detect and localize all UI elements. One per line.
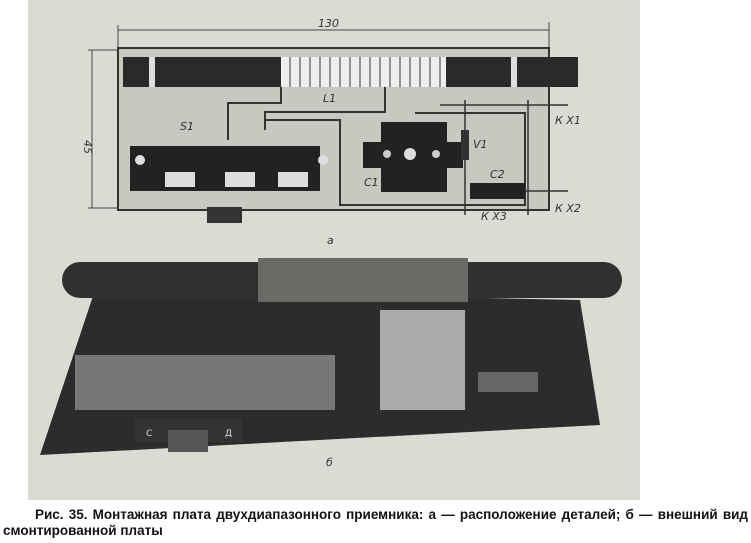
variable-capacitor-photo: [380, 310, 465, 410]
coil-photo: [258, 258, 468, 302]
switch-photo: [75, 355, 335, 410]
photo-b: С Д б: [40, 258, 622, 469]
label-c1: C1: [364, 176, 379, 189]
label-l1: L1: [323, 92, 336, 105]
switch-knob: [207, 207, 242, 223]
sublabel-a: а: [327, 234, 334, 247]
label-kx2: К X2: [555, 202, 581, 215]
label-v1: V1: [473, 138, 488, 151]
label-c2: C2: [490, 168, 505, 181]
switch-label-s: С: [146, 429, 152, 439]
label-s1: S1: [180, 120, 194, 133]
figure-35: 130 45 L1 S1 C1 V1 C2 К X1 К: [28, 0, 640, 500]
dimension-width: 130: [318, 17, 339, 30]
capacitor-photo: [478, 372, 538, 392]
drawing-a: 130 45 L1 S1 C1 V1 C2 К X1 К: [81, 17, 581, 247]
label-kx3: К X3: [481, 210, 507, 223]
label-kx1: К X1: [555, 114, 581, 127]
figure-caption: Рис. 35. Монтажная плата двухдиапазонног…: [3, 507, 748, 538]
sublabel-b: б: [326, 456, 333, 469]
switch-label-d: Д: [225, 429, 232, 439]
capacitor-c2: [470, 183, 525, 199]
dimension-height: 45: [81, 140, 94, 154]
coil-l1: [281, 57, 446, 87]
